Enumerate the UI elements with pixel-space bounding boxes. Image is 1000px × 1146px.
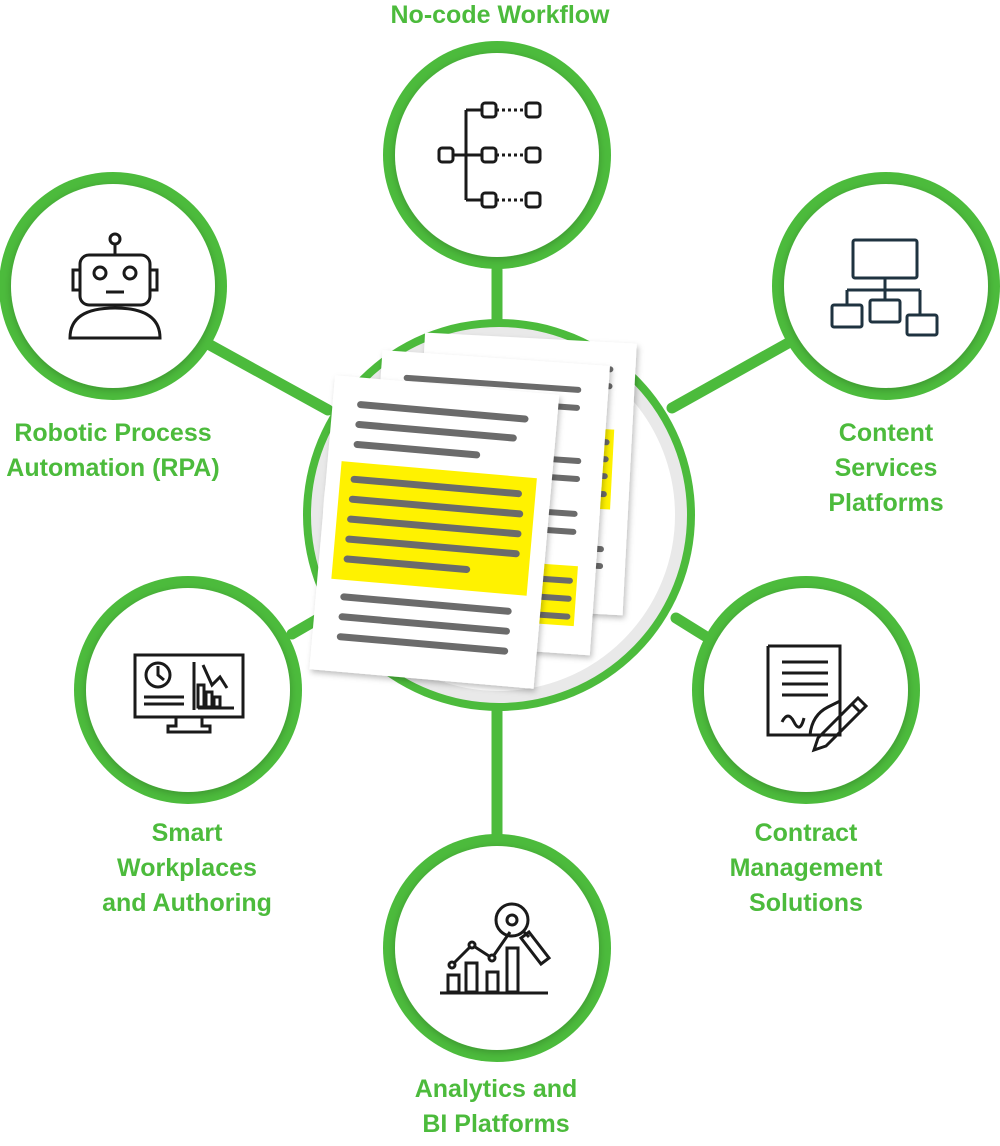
label-analytics-line-2: BI Platforms [422,1110,570,1138]
node-workplace [74,576,302,804]
label-workplace: Smart Workplaces and Authoring [74,816,300,921]
connector-rpa [204,339,334,416]
label-clm: Contract Management Solutions [696,816,916,921]
label-clm-line-3: Solutions [749,889,863,917]
connector-csp [666,336,796,414]
node-clm [692,576,920,804]
center-hub [303,319,695,711]
label-csp-line-3: Platforms [828,489,944,517]
workflow-tree-icon [437,101,542,209]
hierarchy-chart-icon [830,238,939,337]
label-csp: Content Services Platforms [786,416,986,521]
label-workplace-line-2: Workplaces [117,854,257,882]
label-analytics: Analytics and BI Platforms [376,1072,616,1142]
label-workflow-line-1: No-code Workflow [390,1,610,29]
contract-signing-icon [766,644,869,753]
label-clm-line-2: Management [729,854,883,882]
label-workplace-line-3: and Authoring [102,889,272,917]
label-workflow: No-code Workflow [380,0,620,33]
analytics-chart-icon [440,902,552,995]
label-workplace-line-1: Smart [151,819,223,847]
document-page-front [309,375,560,689]
label-rpa-line-2: Automation (RPA) [6,454,220,482]
highlighted-documents-icon [309,332,637,689]
label-rpa-line-1: Robotic Process [14,419,212,447]
dashboard-monitor-icon [133,653,245,734]
robot-icon [68,232,162,340]
label-clm-line-1: Contract [754,819,858,847]
connectors [204,264,796,849]
node-analytics [383,834,611,1062]
label-analytics-line-1: Analytics and [414,1075,578,1103]
label-csp-line-2: Services [834,454,938,482]
connector-clm [670,612,711,642]
label-csp-line-1: Content [838,419,934,447]
node-rpa [0,172,227,400]
label-rpa: Robotic Process Automation (RPA) [0,416,226,486]
